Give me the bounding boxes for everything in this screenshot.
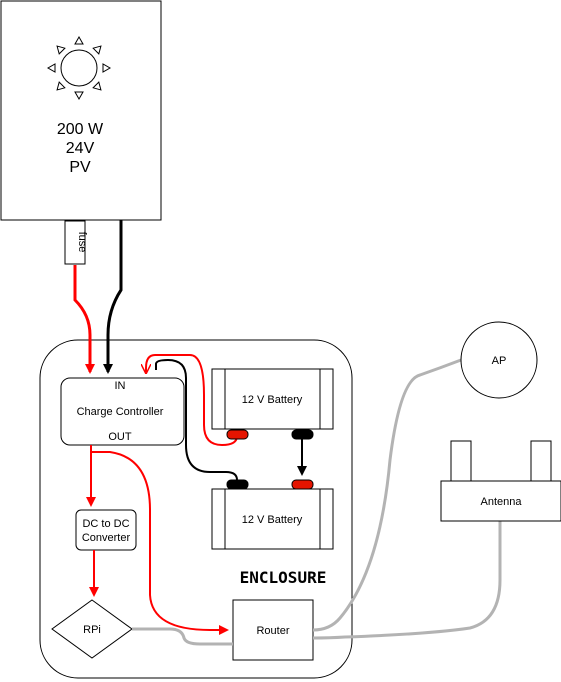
battery-bottom-label: 12 V Battery xyxy=(242,514,303,526)
cc-to-router-wire xyxy=(91,451,229,635)
router-to-antenna-link xyxy=(312,520,502,640)
fuse xyxy=(64,220,86,265)
rpi-label: RPi xyxy=(83,624,101,636)
dc-converter xyxy=(75,509,137,551)
enclosure-label: ENCLOSURE xyxy=(240,568,327,587)
router xyxy=(232,599,314,661)
charge-controller-in-label: IN xyxy=(115,380,126,392)
battery-bottom-positive-terminal xyxy=(291,479,314,490)
pv-panel xyxy=(0,0,162,221)
battery-top: 12 V Battery xyxy=(211,368,334,430)
antenna-label: Antenna xyxy=(481,496,523,508)
router-to-ap-link xyxy=(312,358,462,632)
charge-controller-out-label: OUT xyxy=(108,431,132,443)
dc-converter-line1: DC to DC xyxy=(82,518,129,530)
sun-icon xyxy=(46,35,112,101)
ap xyxy=(460,321,538,399)
pv-voltage-label: 24V xyxy=(66,140,95,157)
fuse-label: fuse xyxy=(76,232,88,253)
battery-bottom-negative-terminal xyxy=(226,479,249,490)
charge-controller xyxy=(60,377,185,446)
cc-to-battery-positive-wire xyxy=(146,354,238,447)
pv-type-label: PV xyxy=(69,159,91,176)
pv-negative-wire xyxy=(103,220,123,374)
ap-label: AP xyxy=(492,355,507,367)
router-label: Router xyxy=(256,625,289,637)
battery-top-positive-terminal xyxy=(226,429,249,440)
charge-controller-title: Charge Controller xyxy=(77,406,164,418)
antenna: Antenna xyxy=(440,440,561,522)
battery-top-negative-terminal xyxy=(291,429,314,440)
battery-bottom: 12 V Battery xyxy=(211,488,334,550)
rpi-to-router-link xyxy=(132,627,233,646)
rpi xyxy=(51,599,133,659)
dc-converter-line2: Converter xyxy=(82,532,131,544)
pv-positive-wire xyxy=(73,265,95,374)
cc-to-battery-negative-wire xyxy=(155,358,238,481)
pv-power-label: 200 W xyxy=(57,121,104,138)
battery-top-label: 12 V Battery xyxy=(242,394,303,406)
